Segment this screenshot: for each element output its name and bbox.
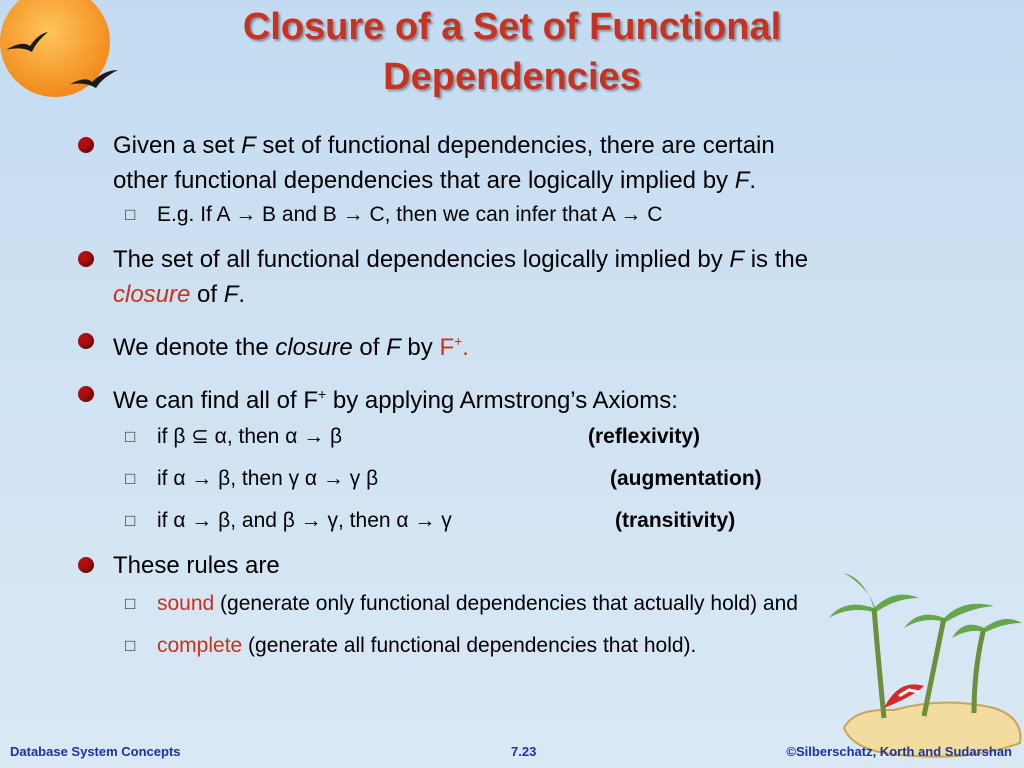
palm-island-decoration <box>829 573 1022 758</box>
complete-term: complete <box>157 634 243 657</box>
sub-bullet-icon: □ <box>125 427 136 446</box>
text: of <box>352 334 387 361</box>
text-F: F <box>386 334 401 361</box>
closure-term: closure <box>275 334 353 361</box>
text: other functional dependencies that are l… <box>113 167 735 194</box>
sub-bullet-example: □ E.g. If A → B and B → C, then we can i… <box>78 200 958 230</box>
f-plus-superscript: + <box>454 333 463 349</box>
text-F: F <box>223 281 239 308</box>
sound-term: sound <box>157 592 215 615</box>
text: The set of all functional dependencies l… <box>113 246 730 273</box>
footer-course-name: Database System Concepts <box>10 744 181 759</box>
bullet-icon <box>78 386 94 402</box>
text: (generate only functional dependencies t… <box>214 592 798 615</box>
text: of <box>190 281 224 308</box>
text: . <box>462 334 469 361</box>
footer-slide-number: 7.23 <box>511 744 537 759</box>
rule-name: (transitivity) <box>615 509 736 532</box>
bullet-icon <box>78 137 94 153</box>
bullet-denote-closure: We denote the closure of F by F+. <box>78 324 958 365</box>
footer-copyright: ©Silberschatz, Korth and Sudarshan <box>786 744 1012 759</box>
text-F: F <box>241 132 256 159</box>
rule-reflexivity: □ if β ⊆ α, then α → β (reflexivity) <box>78 422 958 452</box>
text: We denote the <box>113 334 276 361</box>
slide-footer: Database System Concepts 7.23 ©Silbersch… <box>0 744 1024 762</box>
rule-augmentation: □ if α → β, then γ α → γ β (augmentation… <box>78 464 958 494</box>
sub-bullet-complete: □ complete (generate all functional depe… <box>78 631 958 661</box>
title-line-1: Closure of a Set of Functional <box>242 6 782 48</box>
bullet-given-set: Given a set F set of functional dependen… <box>78 128 958 198</box>
bullet-icon <box>78 333 94 349</box>
sub-bullet-sound: □ sound (generate only functional depend… <box>78 589 958 619</box>
bullet-icon <box>78 251 94 267</box>
text: by applying Armstrong’s Axioms: <box>326 387 678 414</box>
sub-bullet-icon: □ <box>125 594 136 613</box>
text: by <box>400 334 440 361</box>
text-F: F <box>729 246 745 273</box>
rule-transitivity: □ if α → β, and β → γ, then α → γ (trans… <box>78 506 958 536</box>
f-plus: F <box>439 334 455 361</box>
superscript-plus: + <box>317 386 327 402</box>
bullet-armstrong: We can find all of F+ by applying Armstr… <box>78 377 958 418</box>
rule-text: if α → β, and β → γ, then α → γ <box>157 509 452 532</box>
text: We can find all of F <box>113 387 318 414</box>
rule-name: (reflexivity) <box>588 425 701 448</box>
text-F: F <box>734 167 750 194</box>
slide-content: Given a set F set of functional dependen… <box>78 128 958 661</box>
bullet-set-of-all: The set of all functional dependencies l… <box>78 242 958 312</box>
sub-bullet-icon: □ <box>125 205 136 224</box>
rule-text: if α → β, then γ α → γ β <box>157 467 379 490</box>
closure-term: closure <box>113 281 191 308</box>
title-line-2: Dependencies <box>383 56 641 98</box>
rule-name: (augmentation) <box>610 467 762 490</box>
sub-bullet-icon: □ <box>125 636 136 655</box>
text: . <box>238 281 246 308</box>
rule-text: if β ⊆ α, then α → β <box>157 425 343 448</box>
sub-bullet-icon: □ <box>125 511 136 530</box>
text: set of functional dependencies, there ar… <box>255 132 775 159</box>
sub-bullet-icon: □ <box>125 469 136 488</box>
text: . <box>749 167 757 194</box>
bullet-icon <box>78 557 94 573</box>
example-text: E.g. If A → B and B → C, then we can inf… <box>157 203 663 226</box>
bullet-rules-are: These rules are <box>78 548 958 583</box>
text: Given a set <box>113 132 242 159</box>
sun-birds-decoration <box>0 0 118 97</box>
text: is the <box>744 246 809 273</box>
text: (generate all functional dependencies th… <box>242 634 697 657</box>
text: These rules are <box>113 552 280 579</box>
slide-title: Closure of a Set of Functional Dependenc… <box>150 2 874 102</box>
